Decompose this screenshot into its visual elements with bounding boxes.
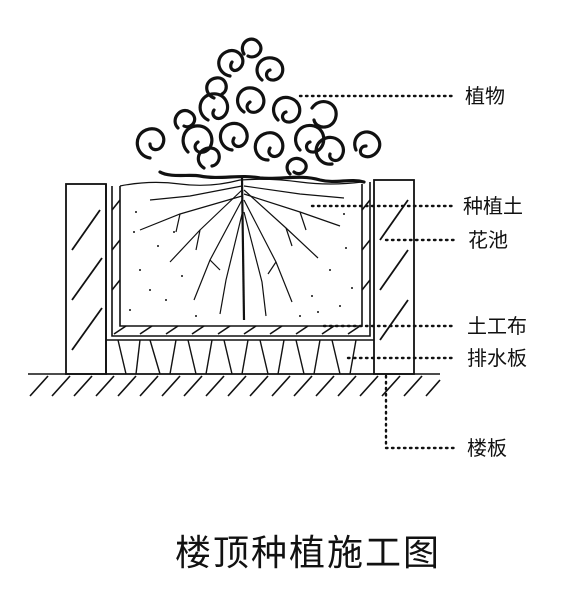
planter-right-wall: [373, 179, 415, 375]
label-planting-soil: 种植土: [463, 194, 523, 218]
planter-left-wall: [65, 183, 107, 375]
floor-slab: [28, 373, 441, 397]
label-floor-slab: 楼板: [467, 436, 507, 460]
leader-lines: [298, 94, 458, 450]
planting-soil: [119, 177, 363, 321]
label-plant: 植物: [465, 84, 505, 108]
leader-floor-slab: [384, 374, 458, 450]
plant-foliage: [135, 37, 382, 184]
label-planter: 花池: [468, 228, 508, 252]
geotextile-liner: [111, 182, 371, 337]
soil-speckles: [129, 211, 353, 317]
label-geotextile: 土工布: [467, 314, 527, 338]
label-drainage-board: 排水板: [467, 346, 527, 370]
drainage-board: [106, 339, 374, 375]
diagram-title: 楼顶种植施工图: [175, 533, 442, 574]
